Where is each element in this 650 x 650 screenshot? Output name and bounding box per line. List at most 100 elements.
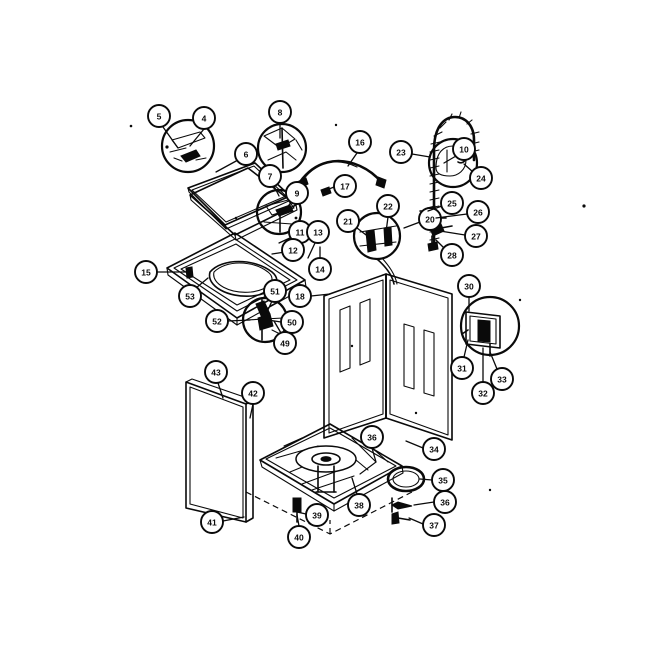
callout-36[interactable]: 36 (413, 490, 457, 514)
callout-30[interactable]: 30 (457, 274, 481, 312)
callout-41[interactable]: 41 (200, 510, 245, 534)
callout-bubble[interactable] (134, 260, 158, 284)
callout-33[interactable]: 33 (489, 351, 514, 391)
callout-12[interactable]: 12 (271, 238, 305, 262)
callout-4[interactable]: 4 (189, 106, 216, 147)
callout-bubble[interactable] (452, 137, 476, 161)
callout-leader (408, 517, 424, 525)
callout-20[interactable]: 20 (403, 207, 442, 231)
callout-leader (296, 514, 300, 527)
callout-bubble[interactable] (285, 181, 309, 205)
callout-bubble[interactable] (422, 513, 446, 537)
callout-bubble[interactable] (440, 191, 464, 215)
callout-bubble[interactable] (360, 425, 384, 449)
callout-bubble[interactable] (147, 104, 171, 128)
callout-bubble[interactable] (308, 257, 332, 281)
callout-14[interactable]: 14 (308, 246, 332, 281)
callout-bubble[interactable] (466, 200, 490, 224)
callout-bubble[interactable] (178, 284, 202, 308)
callout-bubble[interactable] (306, 220, 330, 244)
callout-bubble[interactable] (287, 525, 311, 549)
callout-22[interactable]: 22 (376, 194, 400, 233)
callout-number: 7 (268, 172, 273, 182)
callout-10[interactable]: 10 (443, 137, 476, 164)
callout-16[interactable]: 16 (347, 130, 372, 167)
callout-leader (273, 185, 280, 197)
callout-23[interactable]: 23 (389, 140, 431, 164)
callout-5[interactable]: 5 (147, 104, 179, 149)
callout-leader (419, 478, 433, 481)
callout-bubble[interactable] (348, 130, 372, 154)
callout-9[interactable]: 9 (282, 181, 309, 214)
callout-bubble[interactable] (347, 493, 371, 517)
callout-bubble[interactable] (234, 142, 258, 166)
callout-31[interactable]: 31 (450, 339, 474, 380)
callout-bubble[interactable] (389, 140, 413, 164)
callout-bubble[interactable] (457, 274, 481, 298)
callout-52[interactable]: 52 (205, 309, 251, 333)
callout-13[interactable]: 13 (306, 220, 330, 259)
callout-bubble[interactable] (281, 238, 305, 262)
callout-bubble[interactable] (490, 367, 514, 391)
callout-15[interactable]: 15 (134, 260, 187, 284)
callout-leader (413, 501, 435, 506)
callout-bubble[interactable] (205, 309, 229, 333)
callout-bubble[interactable] (376, 194, 400, 218)
callout-number: 39 (312, 511, 322, 521)
callout-number: 13 (313, 228, 323, 238)
callout-bubble[interactable] (450, 356, 474, 380)
callout-36[interactable]: 36 (360, 425, 384, 463)
callout-number: 27 (471, 232, 481, 242)
callout-leader (189, 128, 205, 147)
callout-42[interactable]: 42 (241, 381, 265, 419)
callout-bubble[interactable] (333, 174, 357, 198)
callout-32[interactable]: 32 (471, 347, 495, 405)
callout-bubble[interactable] (288, 284, 312, 308)
callout-number: 14 (315, 265, 325, 275)
callout-number: 49 (280, 339, 290, 349)
callout-bubble[interactable] (258, 164, 282, 188)
callout-38[interactable]: 38 (347, 477, 371, 517)
callout-39[interactable]: 39 (296, 503, 329, 527)
callout-50[interactable]: 50 (267, 310, 304, 334)
callout-18[interactable]: 18 (288, 284, 331, 308)
callout-number: 10 (459, 145, 469, 155)
callout-49[interactable]: 49 (273, 320, 297, 355)
callout-43[interactable]: 43 (204, 360, 228, 399)
callout-35[interactable]: 35 (419, 468, 455, 492)
oring-and-fasteners (386, 465, 426, 525)
callout-bubble[interactable] (433, 490, 457, 514)
callout-17[interactable]: 17 (323, 174, 357, 198)
callout-bubble[interactable] (336, 209, 360, 233)
callout-bubble[interactable] (200, 510, 224, 534)
callout-bubble[interactable] (469, 166, 493, 190)
callout-37[interactable]: 37 (408, 513, 446, 537)
callout-bubble[interactable] (422, 437, 446, 461)
callout-bubble[interactable] (241, 381, 265, 405)
callout-26[interactable]: 26 (435, 200, 490, 224)
callout-8[interactable]: 8 (268, 100, 292, 139)
callout-bubble[interactable] (192, 106, 216, 130)
callout-51[interactable]: 51 (263, 279, 287, 313)
callout-34[interactable]: 34 (405, 437, 446, 461)
callout-bubble[interactable] (471, 381, 495, 405)
callout-24[interactable]: 24 (463, 163, 493, 190)
callout-25[interactable]: 25 (427, 191, 464, 215)
callout-bubble[interactable] (418, 207, 442, 231)
callout-bubble[interactable] (204, 360, 228, 384)
callout-28[interactable]: 28 (435, 239, 464, 267)
callout-bubble[interactable] (305, 503, 329, 527)
callout-bubble[interactable] (464, 224, 488, 248)
callout-bubble[interactable] (440, 243, 464, 267)
callout-40[interactable]: 40 (287, 514, 311, 549)
callout-bubble[interactable] (263, 279, 287, 303)
callout-number: 42 (248, 389, 258, 399)
callout-bubble[interactable] (273, 331, 297, 355)
callout-53[interactable]: 53 (178, 277, 209, 308)
callout-6[interactable]: 6 (215, 142, 258, 173)
callout-21[interactable]: 21 (336, 209, 371, 239)
callout-bubble[interactable] (268, 100, 292, 124)
callout-bubble[interactable] (280, 310, 304, 334)
callout-7[interactable]: 7 (258, 164, 282, 197)
callout-27[interactable]: 27 (439, 224, 488, 248)
